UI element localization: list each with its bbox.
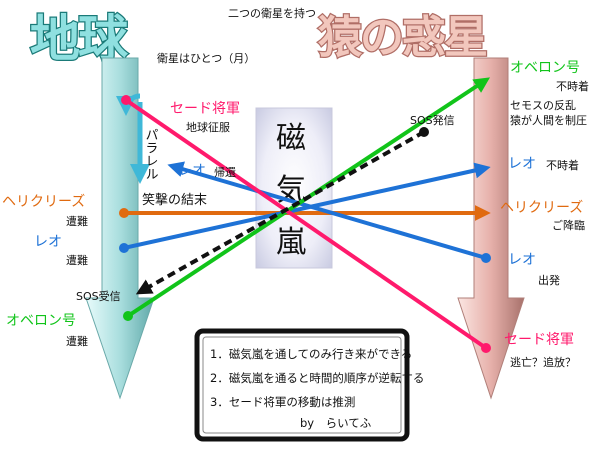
earth-leo-return-action: 帰還 — [214, 166, 236, 179]
ape-title: 猿の惑星 — [318, 12, 486, 63]
earth-oberon-action: 遭難 — [66, 334, 88, 348]
earth-heliclease-label: ヘリクリーズ — [2, 194, 85, 210]
sade-line — [124, 98, 488, 350]
earth-leo-label: レオ — [34, 234, 62, 250]
earth-oberon-label: オベロン号 — [6, 313, 76, 329]
ape-semos-line2: 猿が人間を制圧 — [510, 113, 587, 127]
earth-timeline-arrow — [85, 57, 155, 400]
ape-semos-line1: セモスの反乱 — [510, 99, 576, 112]
earth-ending-label: 笑撃の結末 — [142, 192, 207, 208]
notes-box-inner — [202, 336, 402, 434]
leo-return-line — [167, 161, 487, 260]
ape-leo-action: 不時着 — [546, 158, 579, 172]
ape-leo-dot — [481, 253, 491, 263]
ape-sos-label: SOS発信 — [410, 113, 455, 127]
earth-leo-action: 遭難 — [66, 253, 88, 267]
author-credit: by らいてふ — [300, 416, 372, 430]
parallel-label: パラレル — [143, 128, 159, 180]
earth-heliclease-action: 遭難 — [66, 214, 88, 228]
note-2: 2．磁気嵐を通ると時間的順序が逆転する — [210, 371, 424, 385]
earth-sade-dot — [121, 95, 131, 105]
note-3: 3．セード将軍の移動は推測 — [210, 395, 355, 409]
ape-oberon-label: オベロン号 — [510, 60, 580, 76]
ape-sade-label: セード将軍 — [504, 332, 574, 348]
earth-moon-note: 衛星はひとつ（月） — [157, 52, 255, 65]
ape-sade-dot — [481, 343, 491, 353]
earth-leo-dot — [119, 243, 129, 253]
earth-title: 地球 — [30, 10, 129, 68]
earth-sade-label: セード将軍 — [170, 101, 240, 117]
sos-line — [135, 130, 425, 295]
note-1: 1．磁気嵐を通してのみ行き来ができる — [210, 347, 412, 361]
ape-sade-action: 逃亡？追放？ — [510, 355, 576, 369]
ape-oberon-action: 不時着 — [556, 79, 589, 93]
ape-heliclease-label: ヘリクリーズ — [500, 200, 583, 216]
storm-char-3: 嵐 — [276, 225, 306, 260]
ape-heliclease-action: ご降臨 — [552, 218, 585, 232]
ape-timeline-arrow — [457, 57, 525, 400]
earth-leo-return-label: レオ — [178, 163, 206, 179]
earth-sos-label: SOS受信 — [76, 290, 121, 303]
storm-char-1: 磁 — [276, 121, 306, 156]
earth-sade-action: 地球征服 — [186, 120, 230, 134]
earth-heliclease-dot — [119, 208, 129, 218]
notes-box — [194, 328, 410, 442]
earth-oberon-dot — [123, 311, 133, 321]
ape-leo-label: レオ — [508, 156, 536, 172]
ape-leo2-action: 出発 — [538, 273, 560, 287]
leo-first-line — [123, 162, 491, 250]
ape-sos-dot — [419, 127, 429, 137]
ape-subtitle: 二つの衛星を持つ — [228, 6, 316, 20]
ape-leo2-label: レオ — [508, 252, 536, 268]
